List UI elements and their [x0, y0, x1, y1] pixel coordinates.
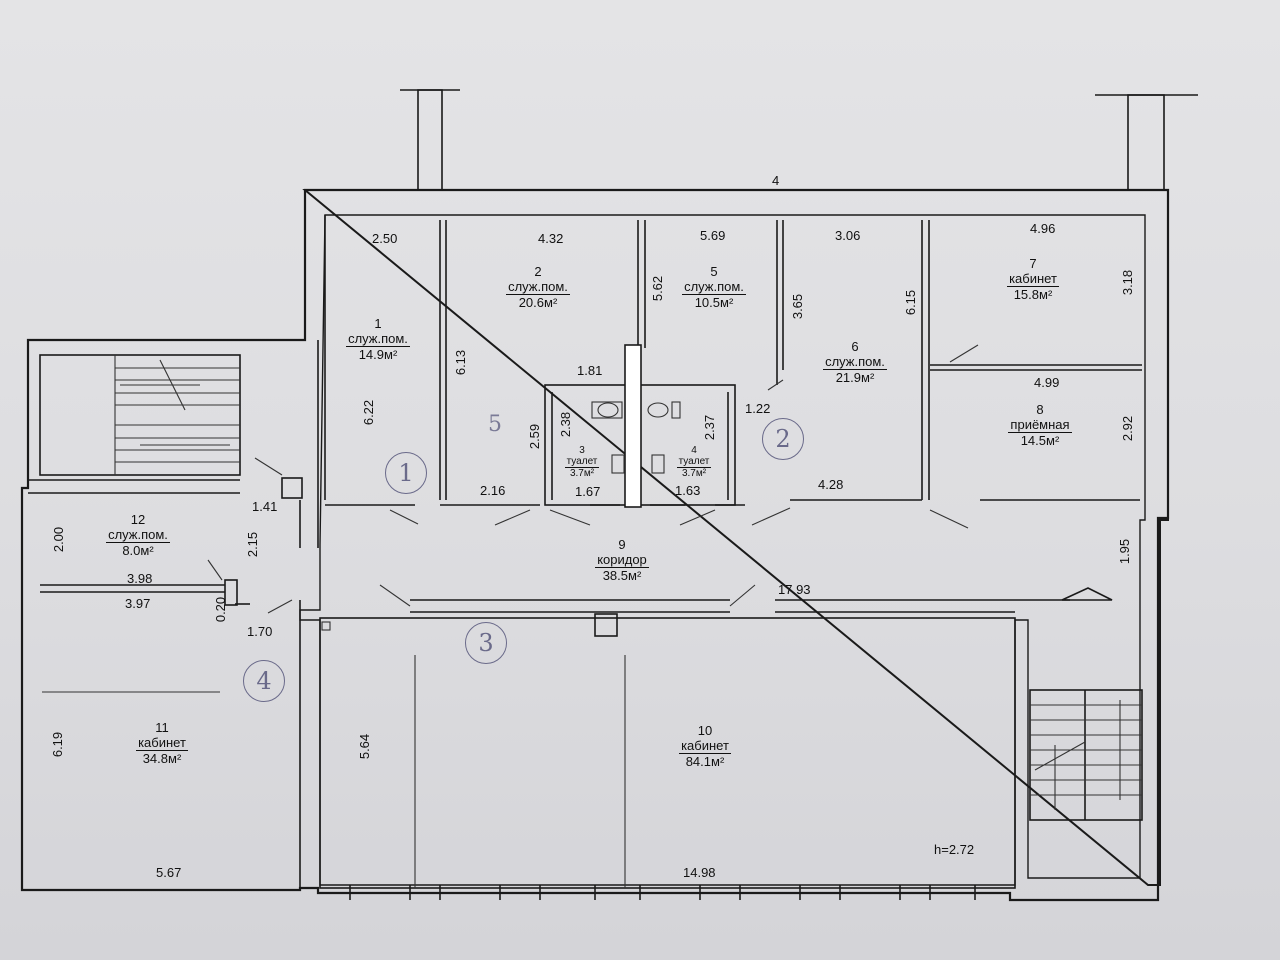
dim-r2-bottom: 2.16: [480, 483, 506, 498]
dim-r10-height: 5.64: [357, 733, 373, 760]
dim-r1-height: 6.22: [361, 399, 377, 426]
marker-4: 4: [243, 660, 285, 702]
dim-r12-height: 2.00: [51, 526, 67, 553]
dim-r6-door: 1.22: [745, 401, 771, 416]
dim-r8-height: 2.92: [1120, 415, 1136, 442]
shaft-right: [1127, 94, 1165, 191]
dim-stair-width: 1.41: [252, 499, 278, 514]
dim-r2-height: 6.13: [453, 349, 469, 376]
dim-r6-height: 3.65: [790, 293, 806, 320]
dim-r2-width: 4.32: [538, 231, 564, 246]
dim-r6-width: 3.06: [835, 228, 861, 243]
dim-r12-width-2: 3.97: [125, 596, 151, 611]
dim-r1-width: 2.50: [372, 231, 398, 246]
dim-r11-height: 6.19: [50, 731, 66, 758]
dim-r7-width: 4.96: [1030, 221, 1056, 236]
shaft-left: [417, 89, 443, 191]
dim-r6-side: 6.15: [903, 289, 919, 316]
dim-r6-bottom: 4.28: [818, 477, 844, 492]
dim-gap: 0.20: [213, 596, 229, 623]
dim-r12-side: 2.15: [245, 531, 261, 558]
dim-r5-height: 5.62: [650, 275, 666, 302]
stair-left: [39, 354, 241, 476]
stair-right: [1029, 689, 1143, 821]
marker-3: 3: [465, 622, 507, 664]
dim-wc-top: 1.81: [577, 363, 603, 378]
dim-corridor-length: 17.93: [778, 582, 811, 597]
dim-wc4-bottom: 1.63: [675, 483, 701, 498]
pencil-note: 5: [488, 412, 502, 437]
dim-r5-width: 5.69: [700, 228, 726, 243]
dim-r8-width: 4.99: [1034, 375, 1060, 390]
building-outline: [20, 188, 1170, 902]
dim-r12-width: 3.98: [127, 571, 153, 586]
dim-door-width: 1.70: [247, 624, 273, 639]
top-mark: 4: [772, 173, 780, 188]
dim-r11-width: 5.67: [156, 865, 182, 880]
marker-1: 1: [385, 452, 427, 494]
dim-r10-width: 14.98: [683, 865, 716, 880]
marker-2: 2: [762, 418, 804, 460]
dim-wc3-bottom: 1.67: [575, 484, 601, 499]
dim-r7-height: 3.18: [1120, 269, 1136, 296]
ceiling-height: h=2.72: [934, 842, 975, 857]
dim-corridor-side: 1.95: [1117, 538, 1133, 565]
dim-wc4-height: 2.37: [702, 414, 718, 441]
room10-outline: [319, 617, 1016, 889]
dim-wc3-height: 2.38: [558, 411, 574, 438]
dim-wc-side: 2.59: [527, 423, 543, 450]
